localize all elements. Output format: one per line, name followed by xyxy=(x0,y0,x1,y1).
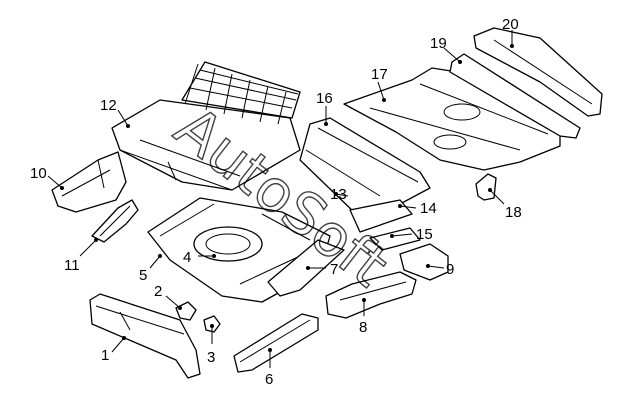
callout-4: 4 xyxy=(183,249,191,266)
callout-13: 13 xyxy=(330,186,347,203)
part-14-member[interactable] xyxy=(349,199,413,233)
part-1-cross-beam[interactable] xyxy=(89,293,201,379)
callout-5: 5 xyxy=(139,267,147,284)
callout-9: 9 xyxy=(446,261,454,278)
part-15-member[interactable] xyxy=(369,227,421,251)
callout-2: 2 xyxy=(154,283,162,300)
part-6-sill-member[interactable] xyxy=(233,313,319,373)
part-9-end-piece[interactable] xyxy=(399,243,449,281)
callout-17: 17 xyxy=(371,66,388,83)
part-10-side-trim[interactable] xyxy=(51,151,127,213)
leader-lines xyxy=(47,30,514,368)
part-16-floor-rail[interactable] xyxy=(299,117,431,215)
part-2-clip[interactable] xyxy=(175,301,197,321)
callout-16: 16 xyxy=(316,90,333,107)
part-18-bracket[interactable] xyxy=(475,173,497,201)
callout-14: 14 xyxy=(420,200,437,217)
callout-20: 20 xyxy=(502,16,519,33)
callout-6: 6 xyxy=(265,371,273,388)
part-12-parcel-shelf[interactable] xyxy=(111,61,301,191)
callout-8: 8 xyxy=(359,319,367,336)
callout-15: 15 xyxy=(416,226,433,243)
callout-18: 18 xyxy=(505,204,522,221)
part-19-cross-member[interactable] xyxy=(449,53,581,139)
callout-10: 10 xyxy=(30,165,47,182)
part-8-side-member[interactable] xyxy=(325,271,417,319)
callout-7: 7 xyxy=(330,261,338,278)
callout-12: 12 xyxy=(100,97,117,114)
part-20-cross-member[interactable] xyxy=(473,27,603,117)
callout-19: 19 xyxy=(430,35,447,52)
callout-1: 1 xyxy=(101,347,109,364)
callout-11: 11 xyxy=(64,257,80,274)
part-4-wheel-well xyxy=(193,226,263,262)
part-11-bracket[interactable] xyxy=(91,199,139,243)
callout-3: 3 xyxy=(207,349,215,366)
